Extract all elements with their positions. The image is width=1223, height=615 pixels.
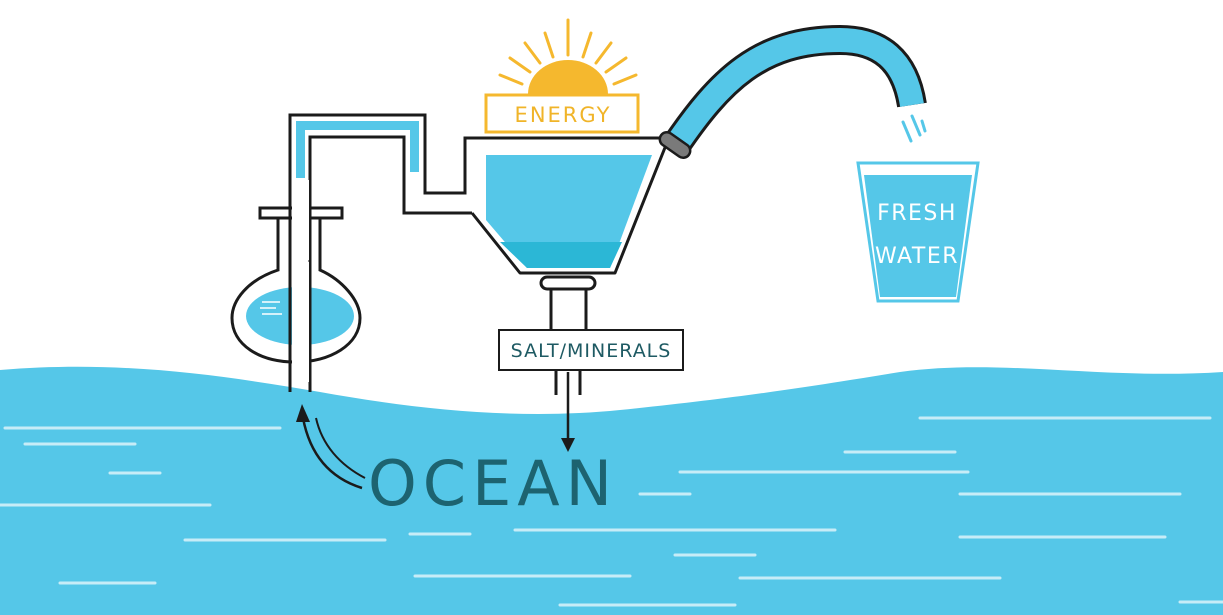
drain-arrowhead [561,438,575,452]
water-drips [901,114,927,143]
fresh-label: FRESH [877,201,957,226]
water-label: WATER [875,244,959,269]
hose-clamp [658,131,692,159]
salt-minerals-label: SALT/MINERALS [511,340,672,362]
energy-label-box [484,93,640,134]
basin-water-deep [500,242,622,268]
ocean-wave-lines [0,416,1223,607]
evaporation-basin [470,139,670,275]
energy-label: ENERGY [515,103,612,127]
ocean-label: OCEAN [368,447,618,520]
basin-water [486,155,652,268]
drain-fitting [539,275,597,291]
collection-flask [230,180,362,392]
condensate-water [296,121,419,178]
sun-icon [498,18,638,94]
intake-arrow [301,417,363,490]
salt-label-box [498,329,684,371]
intake-arrowhead [296,404,310,422]
drain-pipe [549,289,588,395]
